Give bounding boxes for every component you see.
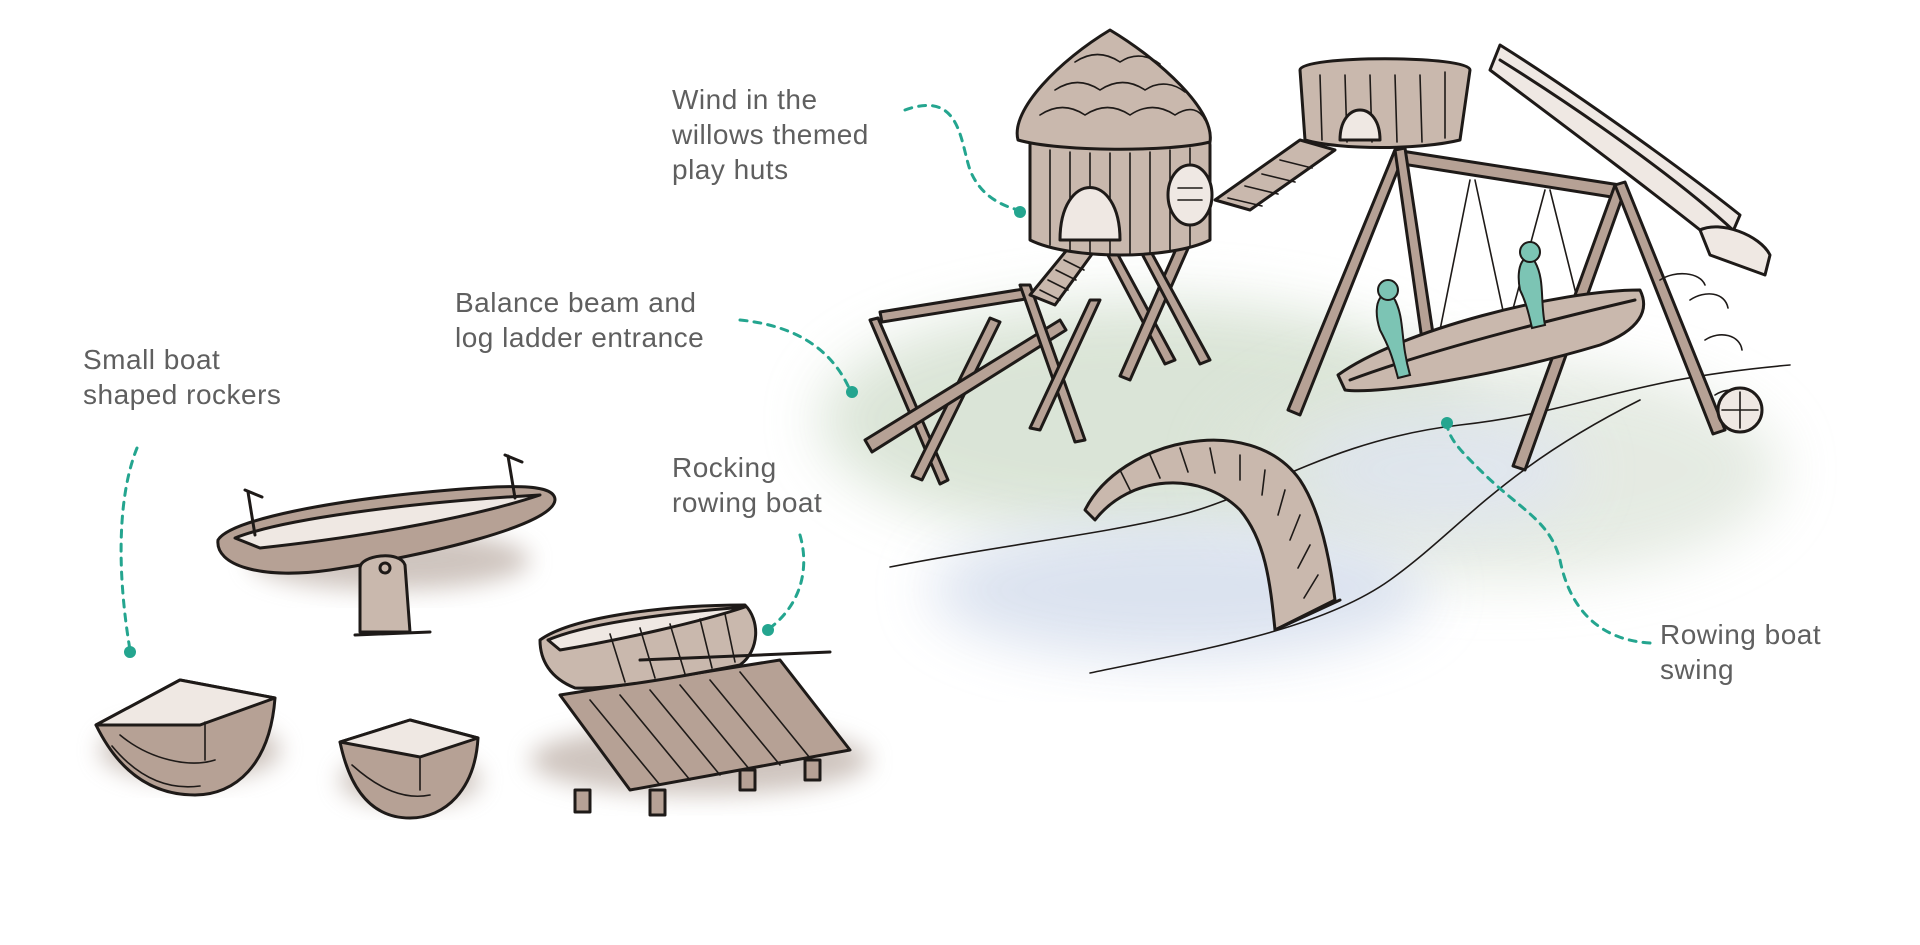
label-line: Wind in the <box>672 84 818 115</box>
play-hut-icon <box>1015 28 1214 382</box>
label-rowing-boat-swing: Rowing boat swing <box>1660 617 1821 687</box>
label-line: Rowing boat <box>1660 619 1822 650</box>
leader-swing <box>1441 417 1652 645</box>
boat-rocker-icon <box>338 718 480 820</box>
seesaw-boat-icon <box>216 453 557 637</box>
label-line: shaped rockers <box>83 379 282 410</box>
label-line: Balance beam and <box>455 287 697 318</box>
label-line: rowing boat <box>672 487 823 518</box>
swing-frame-icon <box>1286 146 1764 472</box>
label-line: Small boat <box>83 344 221 375</box>
leader-huts <box>903 103 1026 218</box>
label-line: willows themed <box>672 119 869 150</box>
label-rocking-rowing-boat: Rocking rowing boat <box>672 450 822 520</box>
boat-rocker-icon <box>94 678 280 797</box>
balance-beam-icon <box>863 238 1102 486</box>
rowing-boat-icon <box>530 603 870 817</box>
label-balance-beam: Balance beam and log ladder entrance <box>455 285 704 355</box>
leader-beam <box>738 318 858 398</box>
play-hut-icon <box>1213 57 1472 212</box>
slide-icon <box>1488 43 1772 277</box>
label-line: Rocking <box>672 452 777 483</box>
arched-bridge-icon <box>1083 438 1342 632</box>
leader-rowboat <box>762 533 806 636</box>
label-play-huts: Wind in the willows themed play huts <box>672 82 869 187</box>
label-line: play huts <box>672 154 789 185</box>
label-line: swing <box>1660 654 1735 685</box>
label-boat-rockers: Small boat shaped rockers <box>83 342 281 412</box>
label-line: log ladder entrance <box>455 322 705 353</box>
leader-rockers <box>119 446 139 658</box>
